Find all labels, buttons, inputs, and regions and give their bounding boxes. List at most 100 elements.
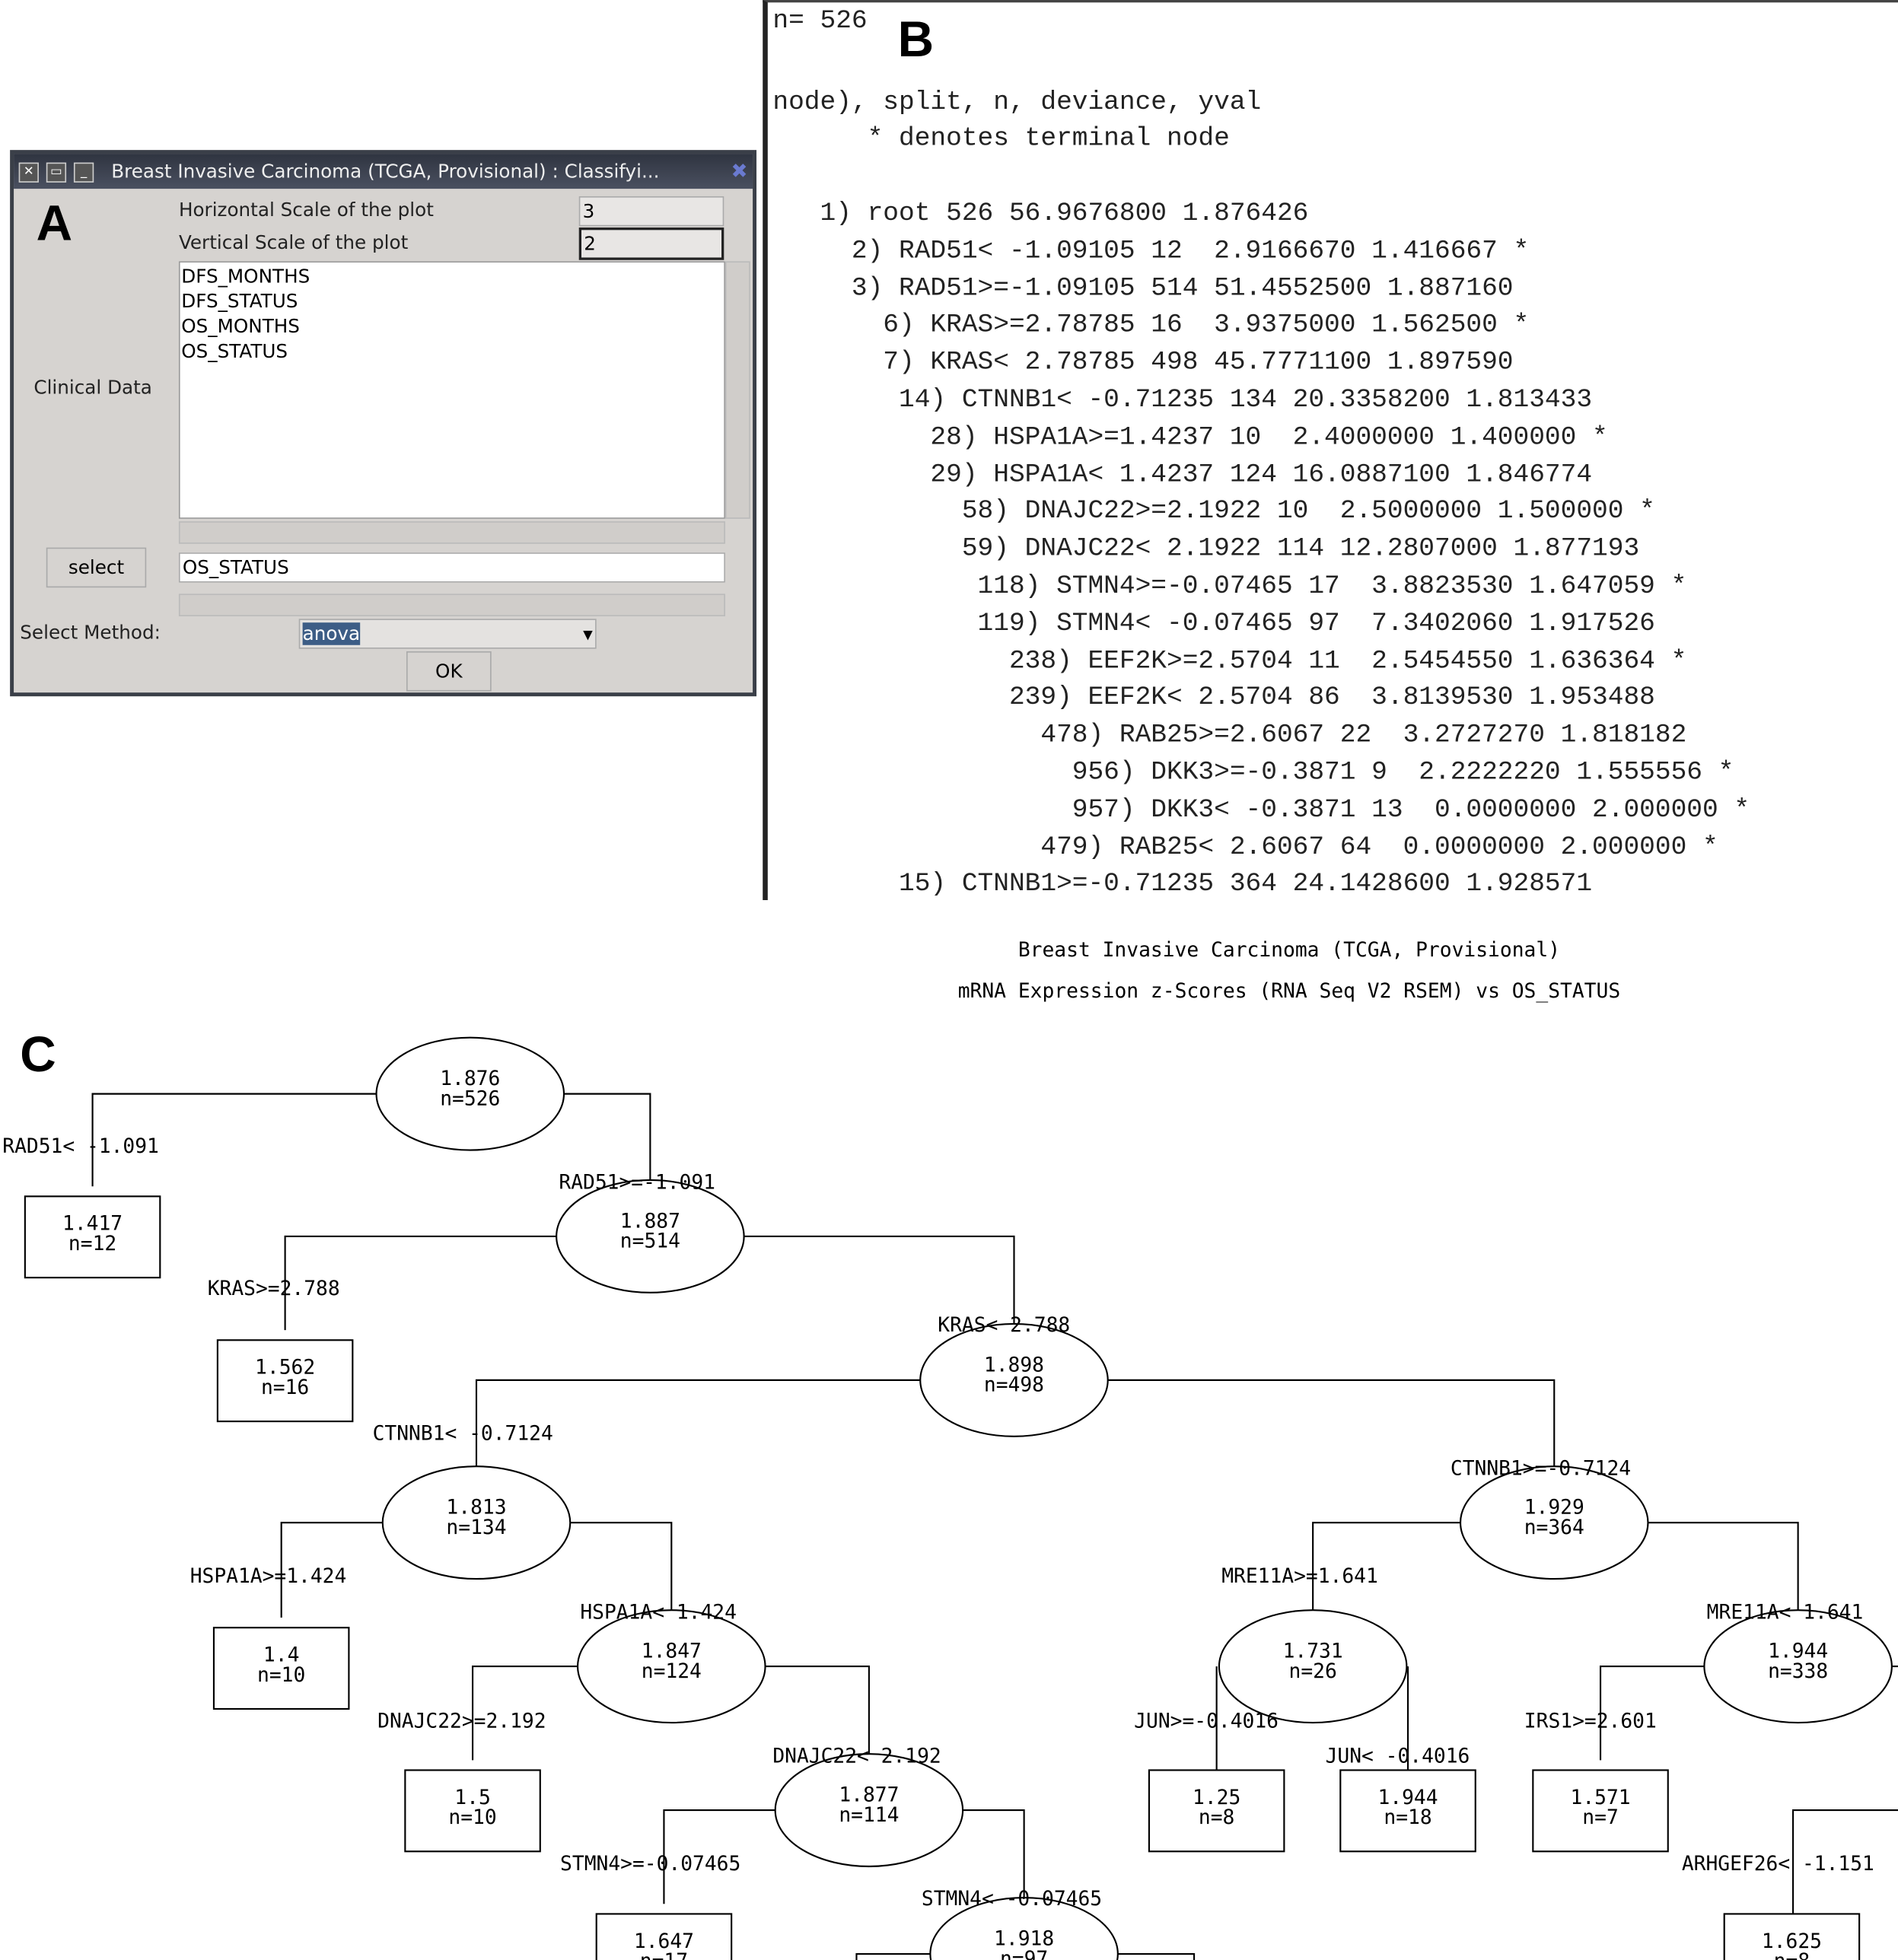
horizontal-scale-input[interactable]: 3: [578, 196, 724, 227]
chevron-down-icon: ▼: [583, 628, 593, 643]
method-value: anova: [302, 622, 361, 645]
console-line: 1) root 526 56.9676800 1.876426: [772, 199, 1309, 229]
tree-edge: [663, 1809, 775, 1904]
split-node-ellipse: [929, 1897, 1119, 1960]
node-count: n=18: [1384, 1806, 1431, 1829]
node-yval: 1.877: [839, 1784, 899, 1807]
terminal-node-box: [595, 1913, 733, 1960]
horizontal-scale-label: Horizontal Scale of the plot: [178, 199, 434, 221]
tree-edge: [765, 1666, 870, 1761]
node-count: n=7: [1582, 1806, 1618, 1829]
console-line: 28) HSPA1A>=1.4237 10 2.4000000 1.400000…: [772, 423, 1608, 453]
split-node-ellipse: [919, 1322, 1109, 1437]
node-count: n=8: [1199, 1806, 1234, 1829]
node-yval: 1.25: [1193, 1787, 1240, 1809]
split-label: KRAS>=2.788: [208, 1278, 340, 1300]
console-line: * denotes terminal node: [772, 125, 1230, 154]
classifier-dialog: ✕ ▭ _ Breast Invasive Carcinoma (TCGA, P…: [10, 150, 757, 697]
selected-clinical-input[interactable]: OS_STATUS: [178, 552, 725, 583]
tree-edge: [563, 1093, 651, 1187]
split-label: KRAS< 2.788: [938, 1314, 1070, 1337]
console-line: 58) DNAJC22>=2.1922 10 2.5000000 1.50000…: [772, 498, 1655, 527]
panel-letter-c: C: [20, 1027, 56, 1083]
node-count: n=10: [448, 1806, 496, 1829]
console-line: 6) KRAS>=2.78785 16 3.9375000 1.562500 *: [772, 311, 1530, 341]
console-line: 7) KRAS< 2.78785 498 45.7771100 1.897590: [772, 348, 1514, 378]
split-label: JUN>=-0.4016: [1134, 1710, 1279, 1733]
split-node-ellipse: [576, 1609, 766, 1724]
terminal-node-box: [24, 1195, 161, 1279]
node-count: n=114: [839, 1804, 899, 1827]
dialog-titlebar: ✕ ▭ _ Breast Invasive Carcinoma (TCGA, P…: [14, 154, 753, 189]
terminal-node-box: [1532, 1769, 1669, 1853]
panel-letter-a: A: [36, 196, 73, 252]
split-label: ARHGEF26< -1.151: [1682, 1853, 1874, 1876]
node-count: n=97: [1000, 1948, 1048, 1960]
tree-edge: [963, 1809, 1025, 1904]
node-count: n=12: [68, 1233, 116, 1255]
split-label: RAD51>=-1.091: [559, 1171, 715, 1194]
node-count: n=134: [446, 1516, 506, 1539]
ok-button[interactable]: OK: [406, 651, 492, 692]
maximize-icon[interactable]: ▭: [46, 162, 67, 183]
vertical-scale-input[interactable]: 2: [578, 228, 724, 260]
tree-edge: [744, 1235, 1015, 1331]
node-yval: 1.813: [446, 1497, 506, 1519]
terminal-node-box: [1339, 1769, 1476, 1853]
list-item[interactable]: OS_STATUS: [181, 339, 288, 363]
node-yval: 1.887: [620, 1210, 680, 1233]
console-line: 3) RAD51>=-1.09105 514 51.4552500 1.8871…: [772, 274, 1514, 304]
clinical-data-list[interactable]: DFS_MONTHS DFS_STATUS OS_MONTHS OS_STATU…: [178, 261, 725, 519]
node-yval: 1.5: [454, 1787, 490, 1809]
list-horizontal-scrollbar[interactable]: [178, 521, 725, 544]
terminal-node-box: [1723, 1913, 1861, 1960]
split-node-ellipse: [1459, 1465, 1649, 1580]
console-line: 29) HSPA1A< 1.4237 124 16.0887100 1.8467…: [772, 460, 1593, 490]
list-item[interactable]: DFS_MONTHS: [181, 265, 310, 288]
split-node-ellipse: [1218, 1609, 1408, 1724]
list-item[interactable]: OS_MONTHS: [181, 315, 300, 338]
terminal-node-box: [404, 1769, 541, 1853]
vertical-scale-label: Vertical Scale of the plot: [178, 231, 409, 254]
node-count: n=364: [1524, 1516, 1584, 1539]
node-yval: 1.944: [1768, 1640, 1828, 1663]
minimize-icon[interactable]: _: [73, 162, 94, 183]
node-count: n=8: [1774, 1950, 1810, 1960]
split-label: HSPA1A< 1.424: [580, 1602, 737, 1624]
selected-horizontal-scrollbar[interactable]: [178, 593, 725, 616]
node-count: n=16: [261, 1376, 309, 1399]
console-line: 59) DNAJC22< 2.1922 114 12.2807000 1.877…: [772, 535, 1640, 565]
split-label: DNAJC22>=2.192: [377, 1710, 546, 1733]
split-label: DNAJC22< 2.192: [772, 1745, 941, 1768]
node-yval: 1.417: [62, 1213, 123, 1236]
split-label: MRE11A< 1.641: [1707, 1602, 1864, 1624]
console-line: 119) STMN4< -0.07465 97 7.3402060 1.9175…: [772, 609, 1655, 639]
select-button[interactable]: select: [46, 547, 147, 588]
node-yval: 1.4: [263, 1644, 299, 1667]
tree-edge: [1599, 1666, 1705, 1761]
list-vertical-scrollbar[interactable]: [724, 261, 750, 519]
node-count: n=17: [640, 1950, 688, 1960]
list-item[interactable]: DFS_STATUS: [181, 290, 298, 313]
split-node-ellipse: [375, 1036, 565, 1151]
node-yval: 1.562: [255, 1357, 315, 1379]
node-count: n=498: [984, 1374, 1044, 1397]
console-line: 238) EEF2K>=2.5704 11 2.5454550 1.636364…: [772, 647, 1687, 676]
node-count: n=514: [620, 1230, 680, 1253]
split-label: STMN4>=-0.07465: [560, 1853, 740, 1876]
tree-edge: [471, 1666, 578, 1761]
tree-edge: [1117, 1952, 1196, 1960]
console-line: 956) DKK3>=-0.3871 9 2.2222220 1.555556 …: [772, 759, 1734, 788]
console-line: 957) DKK3< -0.3871 13 0.0000000 2.000000…: [772, 796, 1750, 826]
split-label: MRE11A>=1.641: [1221, 1565, 1378, 1588]
split-label: RAD51< -1.091: [2, 1135, 159, 1158]
method-dropdown[interactable]: anova ▼: [298, 619, 597, 649]
tree-edge: [1312, 1522, 1461, 1617]
split-label: IRS1>=2.601: [1524, 1710, 1657, 1733]
node-count: n=124: [642, 1660, 702, 1683]
node-count: n=526: [440, 1087, 500, 1110]
close-icon[interactable]: ✕: [18, 162, 39, 183]
tree-edge: [1107, 1379, 1556, 1473]
